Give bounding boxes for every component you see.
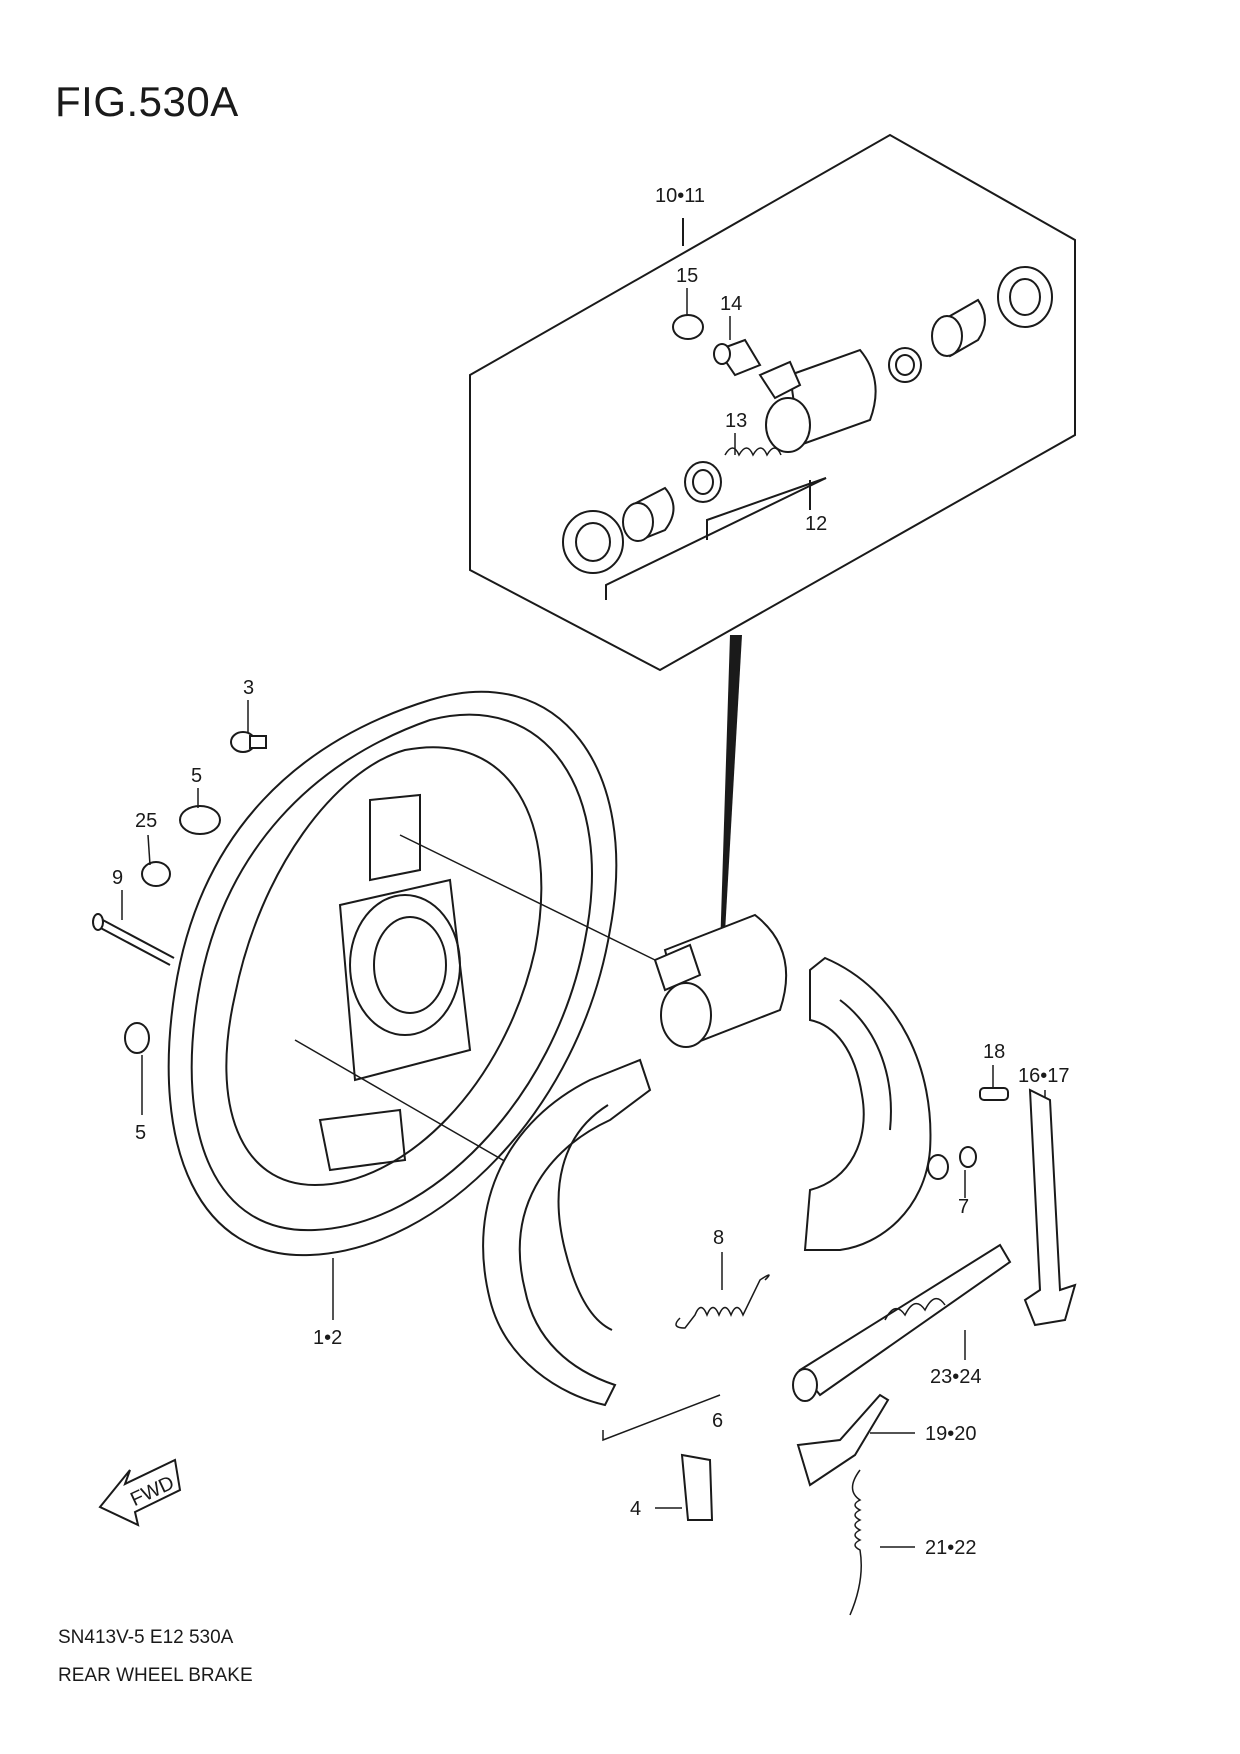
spring-8 [675, 1274, 770, 1329]
callout-16-17: 16•17 [1018, 1065, 1070, 1087]
bolt-3 [230, 731, 267, 753]
diagram-code: SN413V-5 E12 530A [58, 1627, 234, 1648]
callout-8: 8 [713, 1227, 724, 1249]
leader-line [294, 1039, 521, 1171]
callout-14: 14 [720, 293, 742, 315]
callout-23-24: 23•24 [930, 1366, 982, 1388]
brake-shoe-rear [803, 956, 932, 1251]
brake-shoe-front [482, 1058, 652, 1407]
callout-6: 6 [712, 1410, 723, 1432]
lever-16-17 [1023, 1088, 1077, 1327]
clip-4 [680, 1453, 714, 1521]
callout-9: 9 [112, 867, 123, 889]
diagram-name: REAR WHEEL BRAKE [58, 1665, 253, 1686]
callout-1-2: 1•2 [313, 1327, 342, 1349]
callout-5-lower: 5 [135, 1122, 146, 1144]
spring-21-22 [849, 1469, 862, 1616]
adjuster-23-24 [792, 1243, 1012, 1402]
leader-line [399, 834, 656, 961]
figure-title: FIG.530A [55, 78, 239, 125]
callout-leaders [121, 288, 1046, 1548]
callout-12: 12 [805, 513, 827, 535]
wheel-cylinder-detail-box [469, 133, 1076, 672]
callout-5-upper: 5 [191, 765, 202, 787]
lever-19-20 [796, 1393, 890, 1487]
nut-25 [141, 861, 171, 887]
plug-5-lower [124, 1022, 150, 1054]
callout-10-11: 10•11 [655, 185, 705, 207]
callout-3: 3 [243, 677, 254, 699]
callout-19-20: 19•20 [925, 1423, 977, 1445]
callout-21-22: 21•22 [925, 1537, 977, 1559]
callout-7: 7 [958, 1196, 969, 1218]
wheel-cylinder-parts [562, 266, 1053, 574]
washer-7 [927, 1146, 977, 1180]
backing-plate [167, 690, 618, 1257]
pin-18 [979, 1087, 1009, 1101]
callout-4: 4 [630, 1498, 641, 1520]
pin-9 [92, 913, 175, 966]
plug-5-upper [179, 805, 221, 835]
callout-18: 18 [983, 1041, 1005, 1063]
assembly-pointer [720, 635, 742, 950]
callout-13: 13 [725, 410, 747, 432]
callout-25: 25 [135, 810, 157, 832]
fwd-direction-arrow: FWD [98, 1458, 182, 1527]
wheel-cylinder [653, 913, 788, 1048]
callout-15: 15 [676, 265, 698, 287]
